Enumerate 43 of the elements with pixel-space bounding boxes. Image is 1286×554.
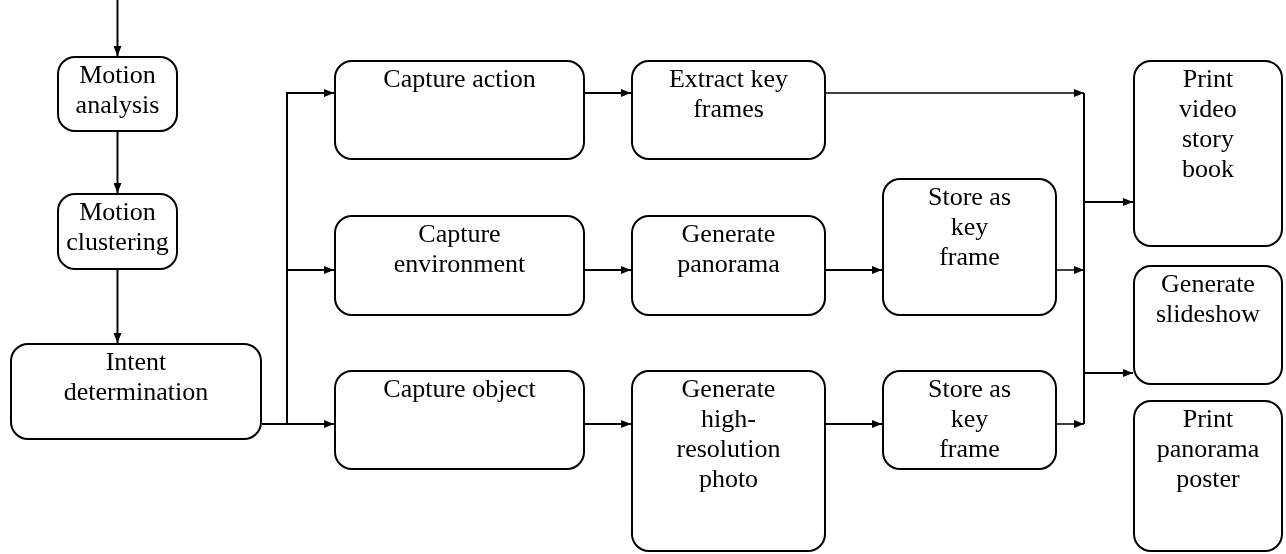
- box-label: Generate panorama: [676, 219, 781, 279]
- arrow: [1083, 198, 1134, 206]
- process-box: [334, 60, 585, 160]
- arrow: [113, 0, 122, 57]
- box-label: Store as key frame: [926, 374, 1012, 464]
- junction-line: [1083, 92, 1085, 425]
- box-label: Motion analysis: [74, 60, 161, 120]
- box-label: Store as key frame: [926, 182, 1012, 272]
- arrow: [584, 89, 632, 97]
- box-label: Capture action: [383, 64, 536, 94]
- arrow: [113, 131, 122, 194]
- box-label: Motion clustering: [65, 197, 170, 257]
- process-box: [10, 343, 262, 440]
- box-label: Capture object: [383, 374, 536, 404]
- box-label: Generate high-resolution photo: [675, 374, 782, 494]
- box-label: Capture environment: [392, 219, 527, 279]
- box-label: Generate slideshow: [1155, 269, 1261, 329]
- process-box: [1133, 60, 1283, 247]
- arrow: [261, 420, 335, 428]
- box-label: Print video story book: [1178, 64, 1238, 184]
- arrow: [1083, 369, 1134, 377]
- arrow: [584, 420, 632, 428]
- process-box: [57, 56, 178, 132]
- arrow: [825, 266, 883, 274]
- box-label: Intent determination: [62, 347, 210, 407]
- arrow: [584, 266, 632, 274]
- arrow: [825, 420, 883, 428]
- process-box: [882, 178, 1057, 316]
- process-box: [57, 193, 178, 270]
- arrow: [113, 269, 122, 344]
- process-box: [631, 60, 826, 160]
- box-label: Print panorama poster: [1155, 404, 1261, 494]
- process-box: [631, 370, 826, 552]
- arrow: [825, 89, 1085, 97]
- arrow: [1056, 266, 1085, 274]
- process-box: [334, 215, 585, 316]
- process-box: [1133, 265, 1283, 385]
- process-box: [631, 215, 826, 316]
- process-box: [334, 370, 585, 470]
- process-box: [1133, 400, 1283, 552]
- process-box: [882, 370, 1057, 470]
- arrow: [1056, 420, 1085, 428]
- box-label: Extract key frames: [667, 64, 790, 124]
